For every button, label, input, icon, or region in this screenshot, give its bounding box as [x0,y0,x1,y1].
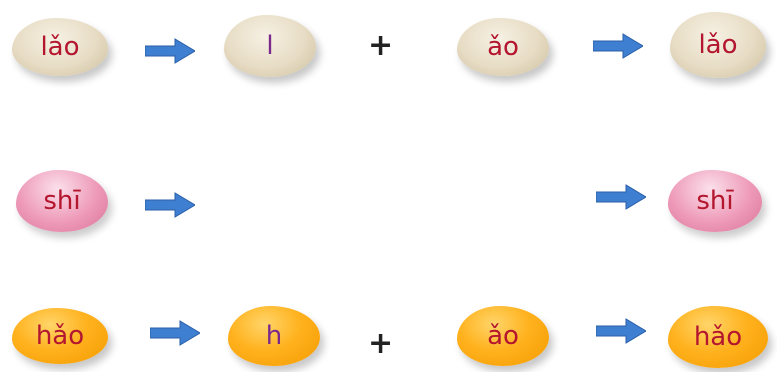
syllable-bean-shi: shī [16,170,108,232]
syllable-bean-lao: lǎo [12,18,108,76]
right-arrow-icon [596,184,646,210]
initial-bean-h: h [228,306,320,366]
syllable-hao-text: hǎo [35,321,85,351]
final-bean-ao: ǎo [457,18,549,76]
final-bean-ao: ǎo [457,306,549,366]
result-bean-hao: hǎo [668,306,768,368]
initial-bean-l: l [224,15,316,77]
result-bean-shi: shī [668,170,762,232]
result-bean-lao: lǎo [670,12,766,78]
result-shi-text: shī [696,186,734,216]
result-lao-text: lǎo [698,30,738,60]
initial-h-text: h [265,321,283,351]
syllable-lao-text: lǎo [40,32,80,62]
right-arrow-icon [145,192,195,218]
right-arrow-icon [593,33,643,59]
right-arrow-icon [150,320,200,346]
final-ao-text: ǎo [487,321,519,351]
result-hao-text: hǎo [693,322,743,352]
syllable-shi-text: shī [43,186,81,216]
syllable-bean-hao: hǎo [12,308,108,364]
plus-sign: + [368,326,394,361]
right-arrow-icon [596,318,646,344]
right-arrow-icon [145,38,195,64]
initial-l-text: l [266,31,274,61]
final-ao-text: ǎo [487,32,519,62]
plus-sign: + [368,28,394,63]
